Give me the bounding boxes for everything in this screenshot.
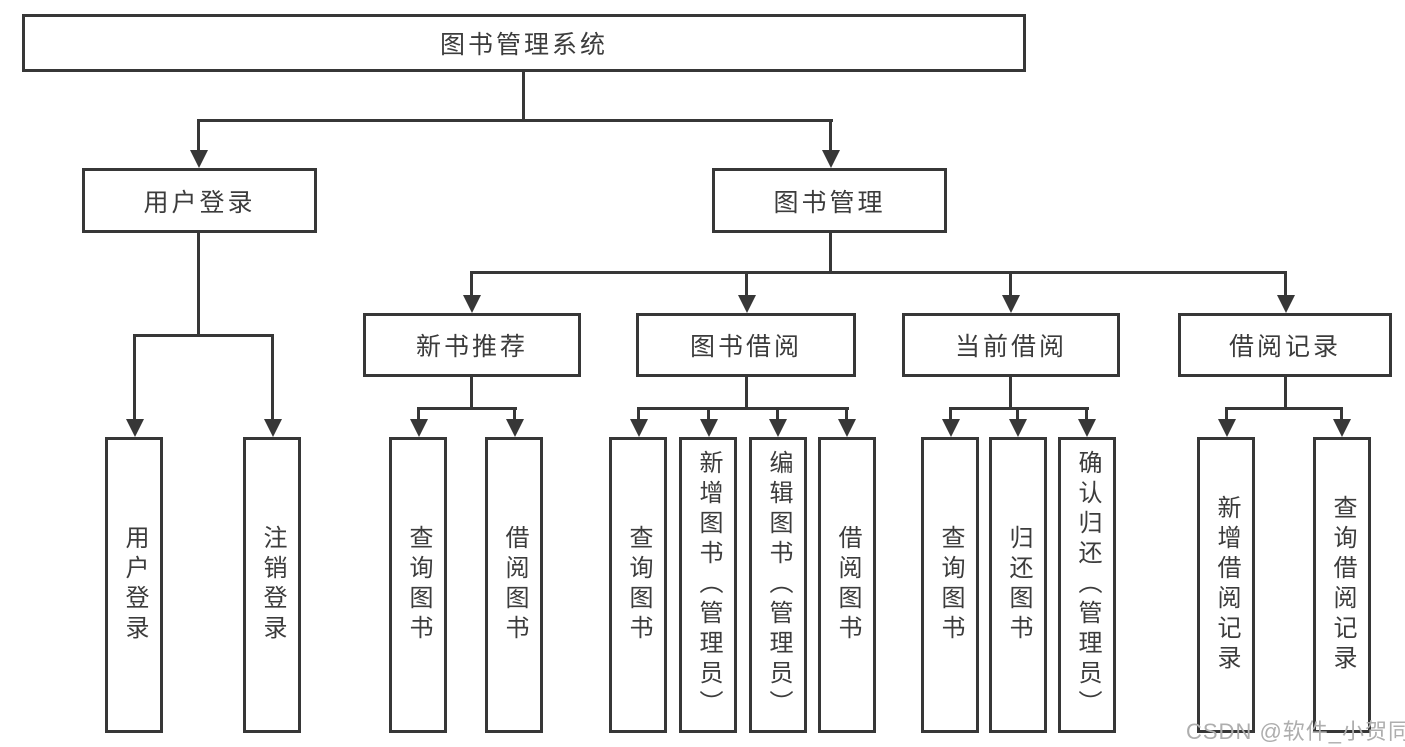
connector-arrow-down-icon: [1008, 407, 1027, 437]
connector-line: [522, 72, 525, 121]
connector-arrow-down-icon: [837, 407, 856, 437]
leaf-query-book-borrow: 查询图书: [609, 437, 667, 733]
connector-arrow-down-icon: [1217, 407, 1236, 437]
node-new-book-recommend: 新书推荐: [363, 313, 581, 377]
leaf-add-borrow-record-label: 新增借阅记录: [1213, 495, 1240, 675]
leaf-edit-book-admin: 编辑图书（管理员）: [749, 437, 807, 733]
leaf-borrow-book-label: 借阅图书: [834, 525, 861, 645]
connector-line: [1009, 377, 1012, 409]
connector-line: [637, 407, 849, 410]
node-new-book-recommend-label: 新书推荐: [415, 333, 528, 361]
node-root: 图书管理系统: [22, 14, 1026, 72]
connector-arrow-down-icon: [941, 407, 960, 437]
node-book-management: 图书管理: [712, 168, 947, 233]
node-book-borrow-label: 图书借阅: [689, 333, 802, 361]
node-book-management-label: 图书管理: [773, 188, 886, 217]
connector-line: [470, 377, 473, 409]
leaf-query-book-current-label: 查询图书: [937, 525, 964, 645]
leaf-query-book-recommend: 查询图书: [389, 437, 447, 733]
connector-line: [829, 233, 832, 273]
node-root-label: 图书管理系统: [439, 31, 608, 59]
leaf-borrow-book: 借阅图书: [818, 437, 876, 733]
leaf-add-book-admin-label: 新增图书（管理员）: [695, 450, 722, 720]
leaf-logout: 注销登录: [243, 437, 301, 733]
node-book-borrow: 图书借阅: [636, 313, 856, 377]
connector-arrow-down-icon: [1001, 271, 1020, 313]
connector-line: [1225, 407, 1343, 410]
leaf-return-book: 归还图书: [989, 437, 1047, 733]
leaf-query-book-recommend-label: 查询图书: [405, 525, 432, 645]
node-borrow-record: 借阅记录: [1178, 313, 1392, 377]
leaf-user-login-label: 用户登录: [121, 525, 148, 645]
node-borrow-record-label: 借阅记录: [1228, 333, 1341, 361]
connector-line: [133, 334, 274, 337]
connector-arrow-down-icon: [462, 271, 481, 313]
connector-arrow-down-icon: [1332, 407, 1351, 437]
node-current-borrow-label: 当前借阅: [954, 333, 1067, 361]
leaf-query-borrow-record-label: 查询借阅记录: [1329, 495, 1356, 675]
connector-arrow-down-icon: [189, 119, 208, 168]
leaf-borrow-book-recommend: 借阅图书: [485, 437, 543, 733]
connector-arrow-down-icon: [768, 407, 787, 437]
leaf-query-borrow-record: 查询借阅记录: [1313, 437, 1371, 733]
connector-arrow-down-icon: [1077, 407, 1096, 437]
connector-line: [949, 407, 1089, 410]
connector-arrow-down-icon: [125, 334, 144, 437]
connector-arrow-down-icon: [1276, 271, 1295, 313]
leaf-logout-label: 注销登录: [259, 525, 286, 645]
leaf-user-login: 用户登录: [105, 437, 163, 733]
leaf-add-borrow-record: 新增借阅记录: [1197, 437, 1255, 733]
connector-line: [197, 233, 200, 336]
leaf-confirm-return-admin: 确认归还（管理员）: [1058, 437, 1116, 733]
node-current-borrow: 当前借阅: [902, 313, 1120, 377]
node-user-login: 用户登录: [82, 168, 317, 233]
leaf-query-book-borrow-label: 查询图书: [625, 525, 652, 645]
connector-line: [417, 407, 517, 410]
node-user-login-label: 用户登录: [143, 188, 256, 217]
connector-line: [470, 271, 1287, 274]
connector-arrow-down-icon: [737, 271, 756, 313]
connector-line: [745, 377, 748, 409]
connector-arrow-down-icon: [699, 407, 718, 437]
leaf-add-book-admin: 新增图书（管理员）: [679, 437, 737, 733]
connector-arrow-down-icon: [263, 334, 282, 437]
connector-arrow-down-icon: [629, 407, 648, 437]
leaf-confirm-return-admin-label: 确认归还（管理员）: [1074, 450, 1101, 720]
connector-arrow-down-icon: [821, 119, 840, 168]
connector-arrow-down-icon: [505, 407, 524, 437]
connector-line: [197, 119, 833, 122]
connector-arrow-down-icon: [409, 407, 428, 437]
csdn-watermark: CSDN @软件_小贺同学: [1186, 719, 1405, 744]
leaf-return-book-label: 归还图书: [1005, 525, 1032, 645]
leaf-query-book-current: 查询图书: [921, 437, 979, 733]
connector-line: [1284, 377, 1287, 409]
leaf-borrow-book-recommend-label: 借阅图书: [501, 525, 528, 645]
leaf-edit-book-admin-label: 编辑图书（管理员）: [765, 450, 792, 720]
